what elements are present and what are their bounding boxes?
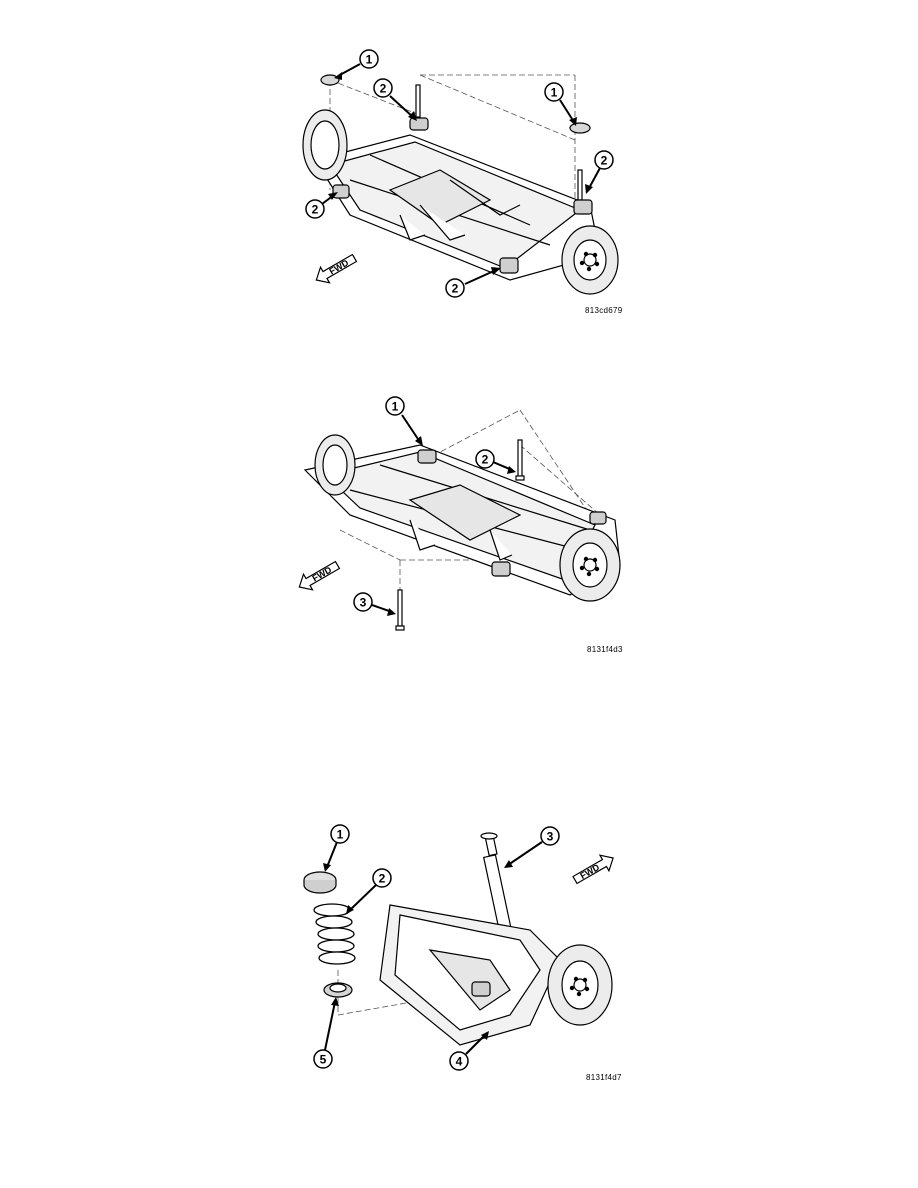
callout-2: 2 (475, 449, 516, 474)
fwd-arrow-icon: FWD (315, 253, 358, 284)
mount-bolts (415, 84, 583, 201)
callout-2: 2 (305, 192, 338, 219)
cradle-frame (303, 444, 621, 596)
callout-label: 1 (392, 400, 399, 414)
callout-label: 2 (312, 203, 319, 217)
callout-label: 5 (320, 1053, 327, 1067)
callouts: 1 2 3 4 (313, 824, 560, 1071)
callout-3: 3 (353, 592, 396, 616)
callout-label: 2 (452, 282, 459, 296)
callout-label: 3 (547, 830, 554, 844)
left-brake-rotor (302, 109, 348, 181)
figure-code: 813cd679 (585, 306, 623, 315)
figure-code: 8131f4d7 (586, 1073, 622, 1082)
callout-label: 3 (360, 596, 367, 610)
callout-4: 4 (449, 1031, 489, 1071)
callout-2: 2 (346, 868, 392, 914)
callout-label: 1 (337, 828, 344, 842)
suspension-illustration-3: 1 2 3 4 (303, 824, 614, 1071)
coil-spring (313, 903, 356, 965)
cradle-illustration-2: 1 2 3 FWD (298, 396, 621, 631)
callout-1: 1 (323, 824, 350, 872)
callouts: 1 2 3 (353, 396, 516, 616)
figure-cradle-bolts: 1 2 3 FWD 8131f4d3 (290, 390, 635, 655)
cradle-frame (314, 134, 601, 281)
callout-2: 2 (585, 150, 614, 194)
callout-3: 3 (504, 826, 560, 868)
callout-label: 4 (456, 1055, 463, 1069)
callout-1: 1 (334, 49, 379, 80)
figure-cradle-mount-locations: 1 2 1 2 (290, 40, 630, 320)
cradle-and-knuckle (379, 904, 561, 1046)
right-brake-rotor (559, 528, 621, 602)
callout-2: 2 (445, 267, 501, 298)
upper-spring-isolator (303, 871, 337, 894)
callout-label: 2 (482, 453, 489, 467)
callout-label: 2 (601, 154, 608, 168)
isolator-washers (320, 74, 591, 134)
lower-spring-isolator (323, 982, 353, 998)
callout-1: 1 (385, 396, 423, 446)
callout-label: 2 (379, 872, 386, 886)
figure-spring-and-shock: 1 2 3 4 (290, 820, 635, 1085)
cradle-bushings (332, 117, 593, 274)
callout-label: 1 (551, 86, 558, 100)
cradle-bolts (395, 439, 525, 631)
cradle-illustration-1: 1 2 1 2 (302, 49, 619, 298)
callouts: 1 2 1 2 (305, 49, 614, 298)
figure-code: 8131f4d3 (587, 645, 623, 654)
cradle-bushings (417, 449, 607, 577)
callout-2: 2 (373, 78, 417, 121)
callout-label: 1 (366, 53, 373, 67)
fwd-arrow-icon: FWD (298, 560, 341, 591)
callout-label: 2 (380, 82, 387, 96)
callout-5: 5 (313, 997, 339, 1069)
callout-1: 1 (544, 82, 577, 126)
fwd-arrow-icon: FWD (572, 854, 614, 885)
left-brake-rotor (314, 434, 356, 496)
brake-rotor (547, 944, 613, 1026)
right-brake-rotor (561, 225, 619, 295)
